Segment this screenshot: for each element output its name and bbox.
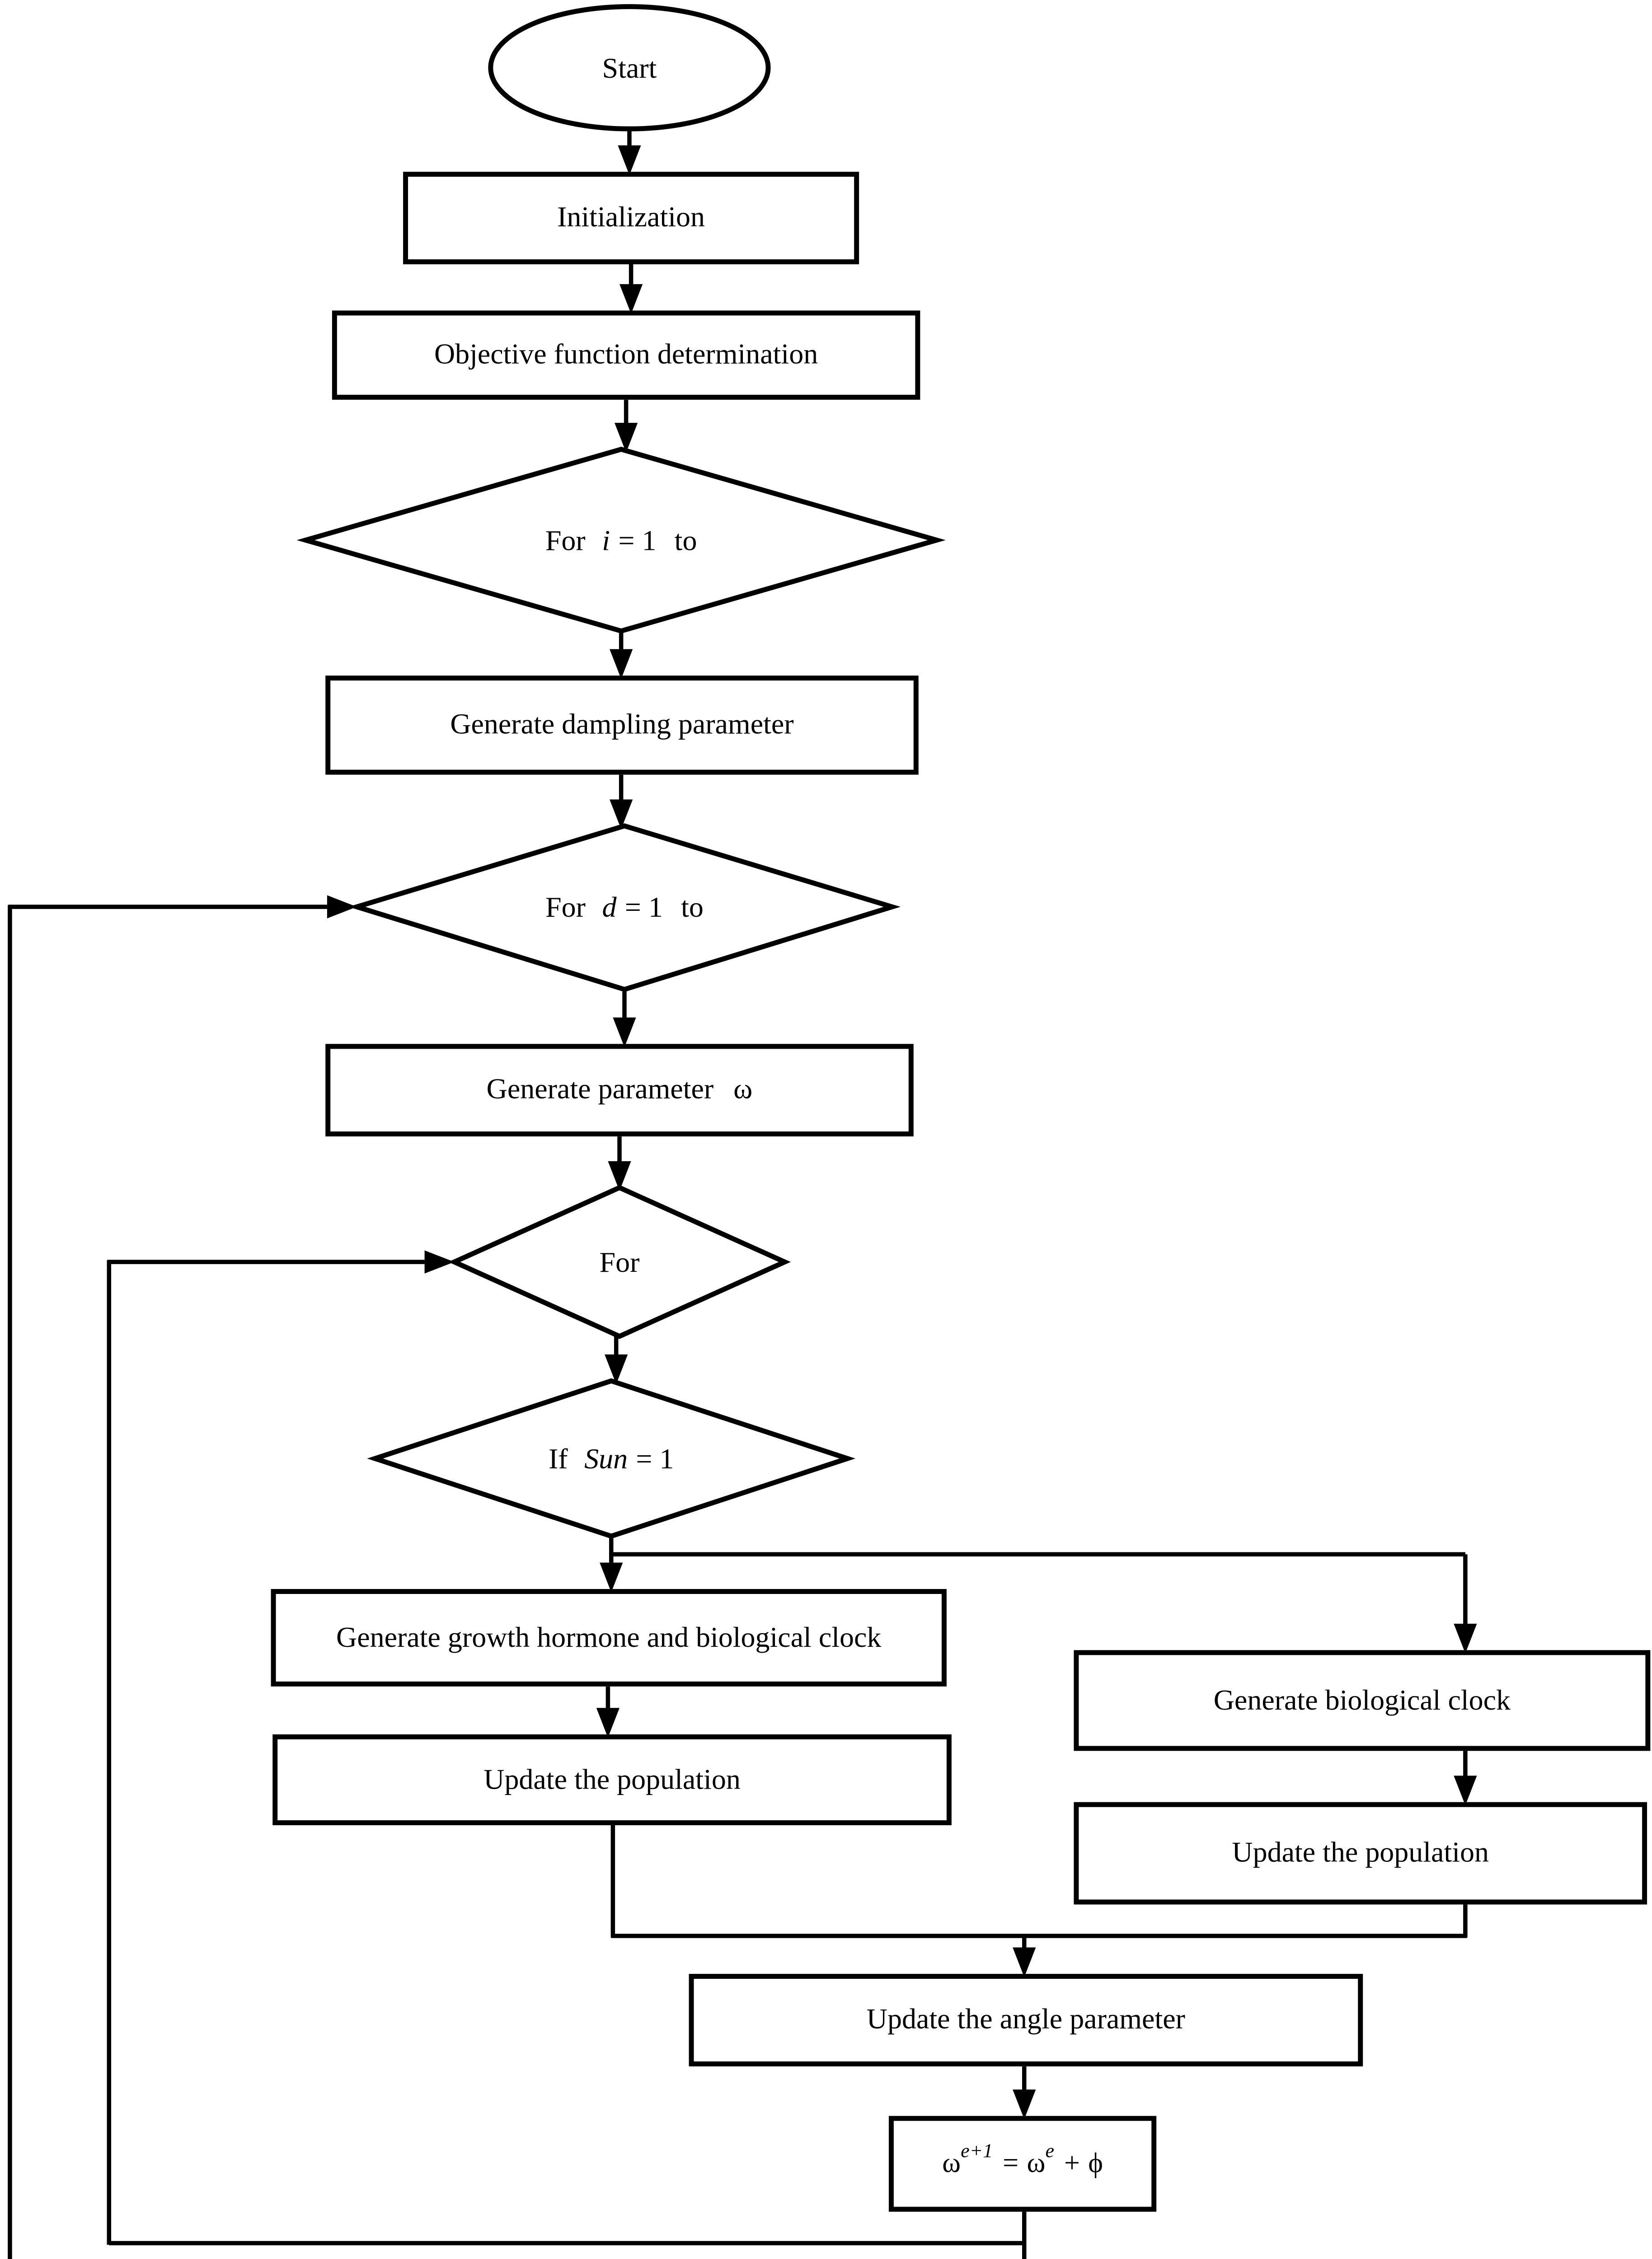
superscript: e (1045, 2140, 1054, 2163)
process-label: Generate growth hormone and biological c… (336, 1620, 882, 1654)
arrowhead (618, 145, 641, 175)
process-label: Generate parameter (486, 1073, 714, 1106)
process-label: Update the population (1232, 1836, 1489, 1869)
omega-symbol: ω (1027, 2147, 1046, 2179)
arrowhead (424, 1250, 455, 1274)
process-label: Generate dampling parameter (450, 708, 794, 741)
process-label: Objective function determination (434, 337, 818, 371)
decision-for-i-shape (296, 446, 946, 634)
process-initialization: Initialization (403, 172, 859, 264)
process-generate-dampling: Generate dampling parameter (325, 675, 919, 775)
arrowhead (1013, 1947, 1036, 1978)
decision-for-d-shape (348, 823, 901, 992)
arrowhead (1454, 1776, 1477, 1806)
equals-sign: = (1003, 2147, 1019, 2179)
arrowhead (613, 1017, 636, 1047)
plus-sign: + (1064, 2147, 1080, 2179)
connector-lines (8, 129, 1468, 2259)
process-label: Update the angle parameter (866, 2002, 1185, 2036)
arrowhead (620, 284, 643, 314)
arrowhead (615, 422, 638, 453)
process-update-angle-parameter: Update the angle parameter (689, 1973, 1363, 2067)
process-update-population-left: Update the population (272, 1734, 952, 1825)
arrowhead (610, 649, 633, 679)
decision-for-shape (448, 1185, 791, 1339)
process-label: Initialization (557, 200, 705, 234)
shape-layer (296, 4, 946, 1539)
arrowheads (327, 145, 1477, 2119)
process-generate-biological-clock: Generate biological clock (1074, 1650, 1651, 1751)
superscript: e+1 (961, 2140, 993, 2163)
arrowhead (1454, 1623, 1477, 1654)
process-generate-parameter-omega: Generate parameter ω (325, 1044, 914, 1137)
process-objective-function: Objective function determination (332, 310, 920, 400)
terminator-start-shape (488, 4, 771, 131)
process-generate-growth-hormone: Generate growth hormone and biological c… (271, 1589, 947, 1687)
arrowhead (605, 1354, 628, 1384)
arrowhead (600, 1562, 623, 1593)
arrowhead (1013, 2089, 1036, 2119)
omega-symbol: ω (942, 2147, 961, 2179)
arrowhead (610, 799, 633, 830)
arrowhead (608, 1161, 631, 1191)
phi-symbol: ϕ (1088, 2147, 1103, 2179)
process-label: Generate biological clock (1213, 1683, 1511, 1716)
omega-symbol: ω (733, 1073, 753, 1106)
arrowhead (596, 1708, 620, 1738)
arrowhead (327, 895, 357, 919)
process-update-population-right: Update the population (1074, 1802, 1647, 1905)
decision-if-sun-shape (367, 1378, 856, 1539)
process-label: Update the population (483, 1762, 741, 1795)
